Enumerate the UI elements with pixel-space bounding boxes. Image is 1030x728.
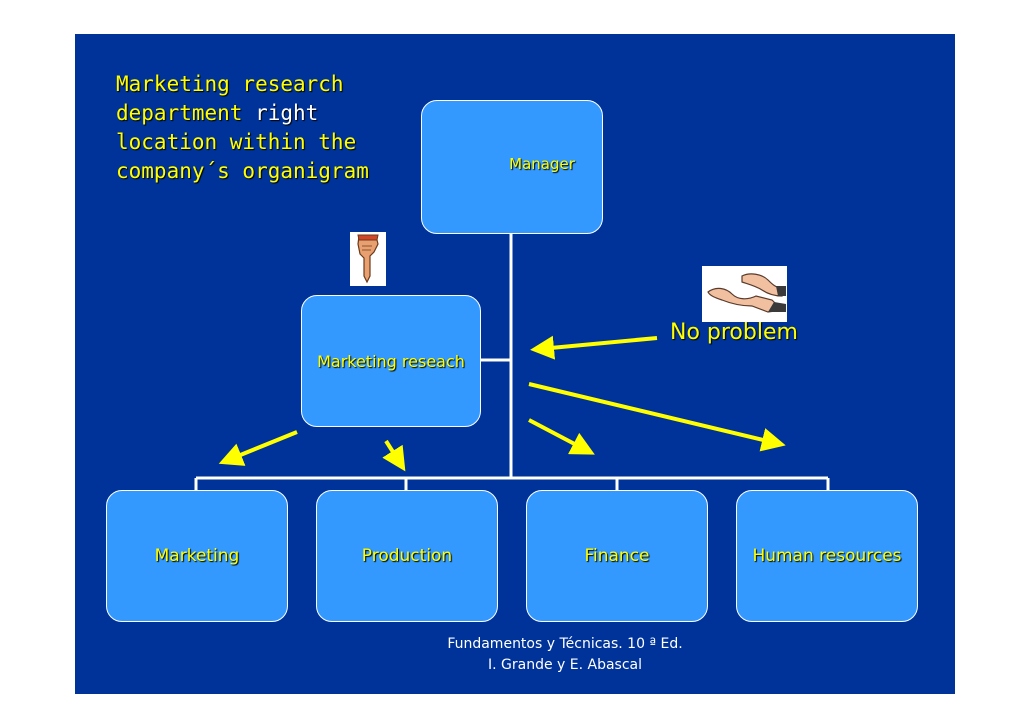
slide-title: Marketing research department right loca… <box>116 70 416 186</box>
connector-lines <box>194 234 830 490</box>
manager-node: Manager <box>421 100 603 234</box>
arrow-to-marketing <box>218 430 298 466</box>
department-node-human-resources: Human resources <box>736 490 918 622</box>
arrow-no-problem <box>530 335 658 360</box>
title-line-2-yellow: department <box>116 101 243 125</box>
pointing-hand-icon <box>350 232 386 286</box>
arrow-to-production <box>382 439 406 472</box>
open-hands-icon <box>702 266 787 322</box>
credit-line-1: Fundamentos y Técnicas. 10 ª Ed. <box>447 636 683 652</box>
no-problem-annotation: No problem <box>670 320 798 345</box>
title-line-3: location within the <box>116 130 357 154</box>
department-node-finance: Finance <box>526 490 708 622</box>
title-line-2-white: right <box>255 101 319 125</box>
department-node-production: Production <box>316 490 498 622</box>
arrow-to-human-resources <box>528 382 786 452</box>
slide-credit: Fundamentos y Técnicas. 10 ª Ed. I. Gran… <box>420 634 710 676</box>
credit-line-2: I. Grande y E. Abascal <box>487 657 643 673</box>
title-line-4: company´s organigram <box>116 159 369 183</box>
department-node-marketing: Marketing <box>106 490 288 622</box>
arrow-to-finance <box>528 418 595 455</box>
marketing-research-node: Marketing reseach <box>301 295 481 427</box>
title-line-1: Marketing research <box>116 72 344 96</box>
title-line-2: department right <box>116 99 416 128</box>
